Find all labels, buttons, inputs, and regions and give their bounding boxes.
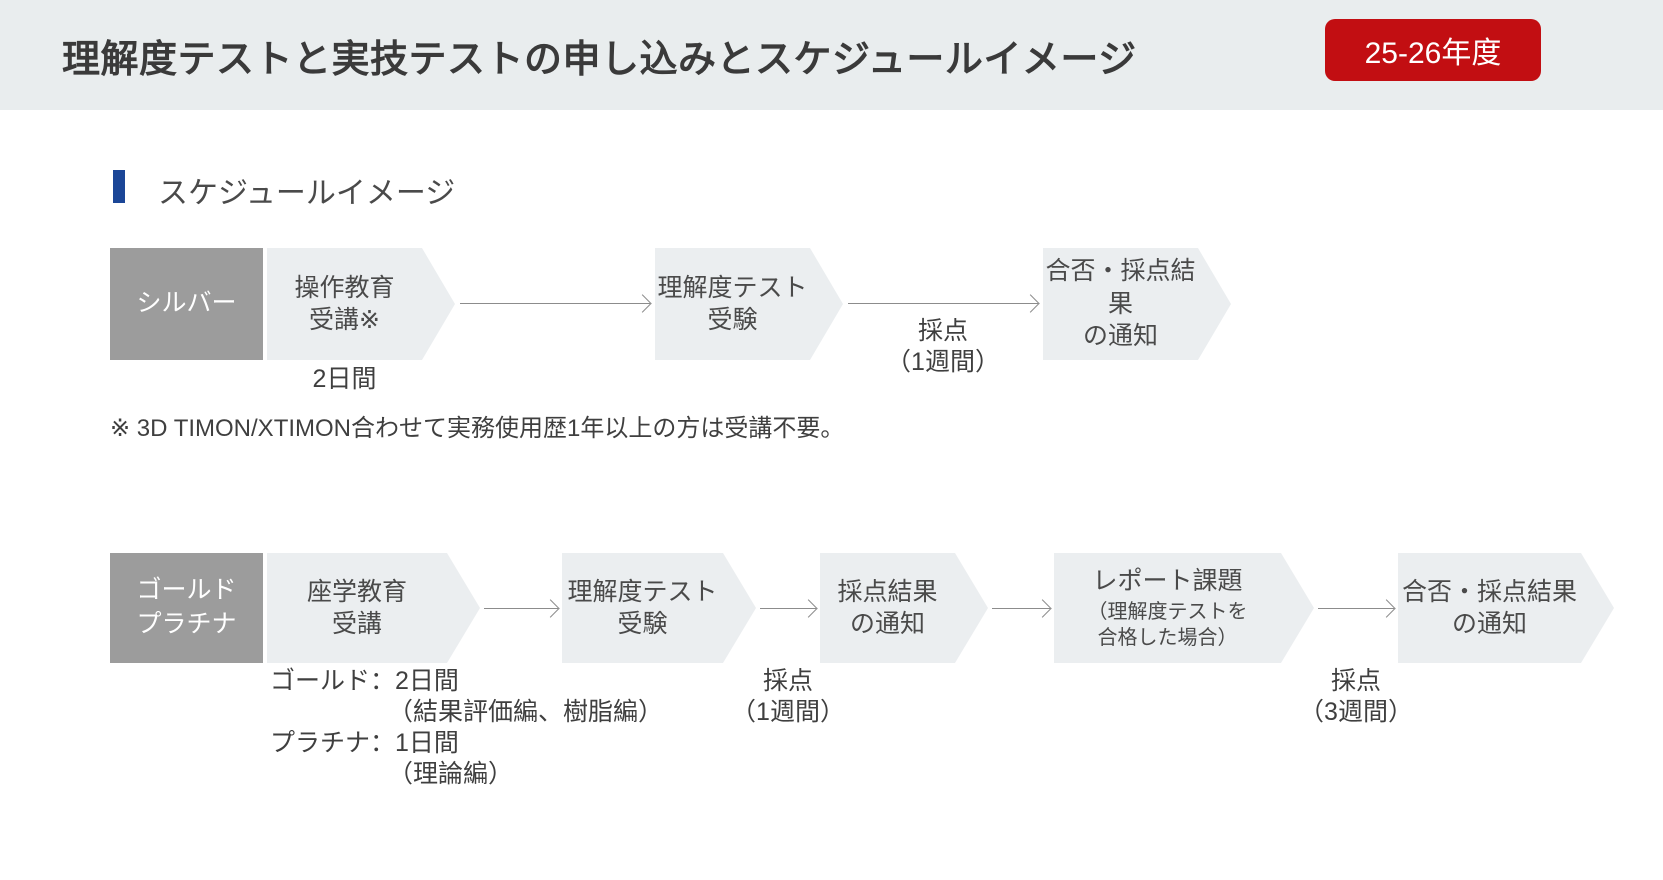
gold-step-score-notice: 採点結果 の通知: [820, 553, 988, 663]
silver-step-operation-training: 操作教育 受講※: [267, 248, 455, 360]
flow-arrow: [848, 303, 1038, 304]
duration-line-platinum: プラチナ：1日間: [270, 729, 459, 757]
gold-step-comprehension-test: 理解度テスト 受験: [562, 553, 756, 663]
flow-arrow: [1318, 608, 1394, 609]
silver-step1-duration: 2日間: [312, 365, 377, 393]
duration-line-gold: ゴールド：2日間: [270, 667, 459, 695]
page-title: 理解度テストと実技テストの申し込みとスケジュールイメージ: [62, 38, 1137, 81]
silver-step-result-notice: 合否・採点結果 の通知: [1043, 248, 1231, 360]
flow-arrow: [484, 608, 558, 609]
silver-grading-label: 採点 （1週間）: [886, 317, 1000, 377]
gold-step-result-notice: 合否・採点結果 の通知: [1398, 553, 1614, 663]
gold-duration-note: ゴールド：2日間 （結果評価編、樹脂編） プラチナ：1日間 （理論編）: [270, 666, 663, 790]
report-assignment-condition: （理解度テストを 合格した場合）: [1087, 601, 1248, 650]
flow-arrow: [460, 303, 650, 304]
report-assignment-title: レポート課題: [1092, 566, 1243, 595]
section-accent-bar: [113, 170, 125, 203]
duration-line-gold-detail: （結果評価編、樹脂編）: [388, 698, 664, 726]
duration-line-platinum-detail: （理論編）: [388, 760, 514, 788]
year-badge: 25-26年度: [1325, 19, 1541, 81]
gold-track-label: ゴールド プラチナ: [110, 553, 263, 663]
gold-grading-1week-label: 採点 （1週間）: [731, 667, 845, 727]
silver-footnote: ※ 3D TIMON/XTIMON合わせて実務使用歴1年以上の方は受講不要。: [110, 415, 845, 442]
section-heading: スケジュールイメージ: [158, 177, 456, 210]
silver-track-label: シルバー: [110, 248, 263, 360]
gold-step-report-assignment: レポート課題 （理解度テストを 合格した場合）: [1054, 553, 1314, 663]
gold-grading-3weeks-label: 採点 （3週間）: [1299, 667, 1413, 727]
flow-arrow: [760, 608, 816, 609]
gold-step-lecture-training: 座学教育 受講: [267, 553, 480, 663]
flow-arrow: [992, 608, 1050, 609]
silver-step-comprehension-test: 理解度テスト 受験: [655, 248, 843, 360]
